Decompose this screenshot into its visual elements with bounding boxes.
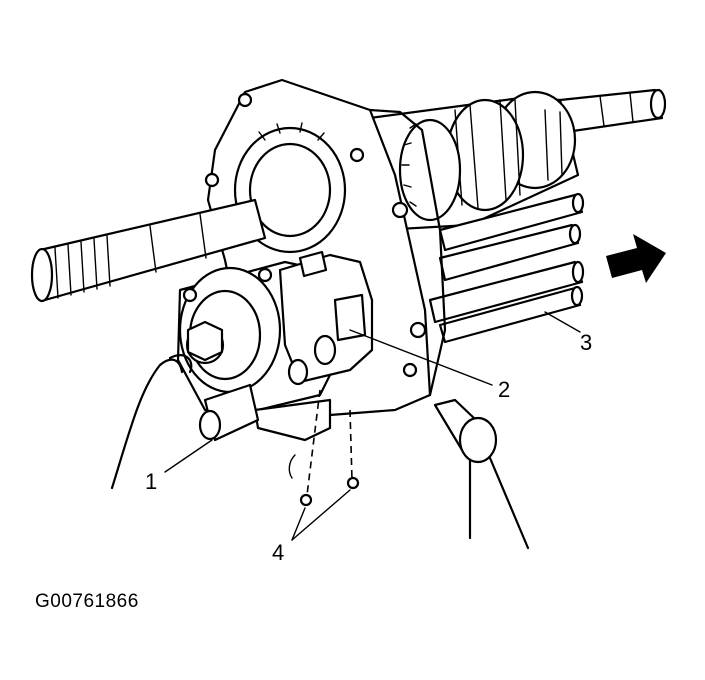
callout-4: 4 [272, 540, 284, 565]
callout-3: 3 [580, 330, 592, 355]
idler-bracket [278, 250, 374, 386]
output-shaft [558, 88, 667, 134]
callout-1: 1 [145, 469, 157, 494]
callout-leaders [164, 311, 581, 541]
gasket-plate [253, 398, 332, 442]
support-stand-right [433, 398, 530, 550]
arrow-right-icon [606, 234, 666, 283]
support-stand-left [110, 354, 193, 490]
pin-leaders [288, 389, 360, 507]
figure-id-label: G00761866 [35, 591, 139, 612]
callout-2: 2 [498, 377, 510, 402]
input-shaft [30, 198, 267, 303]
bolt [198, 383, 260, 442]
